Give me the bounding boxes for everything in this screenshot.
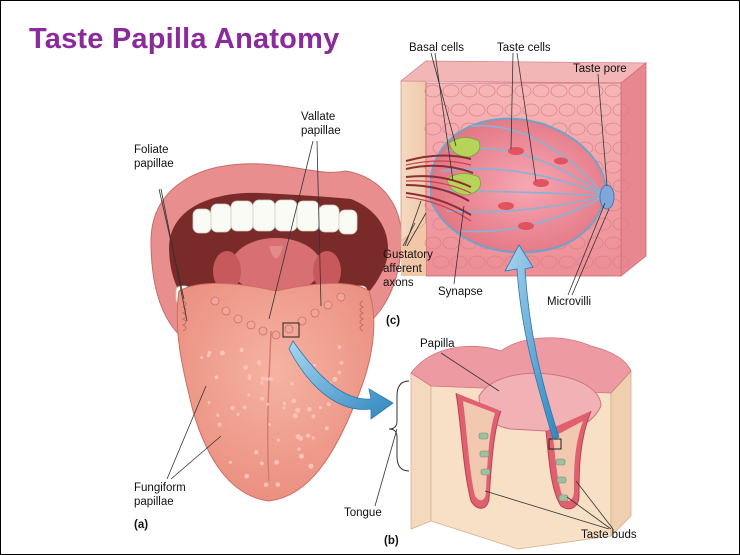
- taste-bud-block: [401, 61, 646, 276]
- panel-label-c: (c): [386, 315, 400, 327]
- panel-label-b: (b): [384, 535, 399, 547]
- label-taste-pore: Taste pore: [573, 62, 627, 76]
- label-synapse: Synapse: [438, 285, 483, 299]
- label-microvilli: Microvilli: [547, 295, 591, 309]
- mouth-tongue-drawing: [151, 164, 402, 501]
- label-basal-cells: Basal cells: [409, 41, 464, 55]
- panel-label-a: (a): [134, 519, 148, 531]
- label-tongue: Tongue: [344, 506, 382, 520]
- label-taste-buds: Taste buds: [581, 528, 637, 542]
- label-papilla: Papilla: [420, 337, 455, 351]
- label-taste-cells: Taste cells: [497, 41, 551, 55]
